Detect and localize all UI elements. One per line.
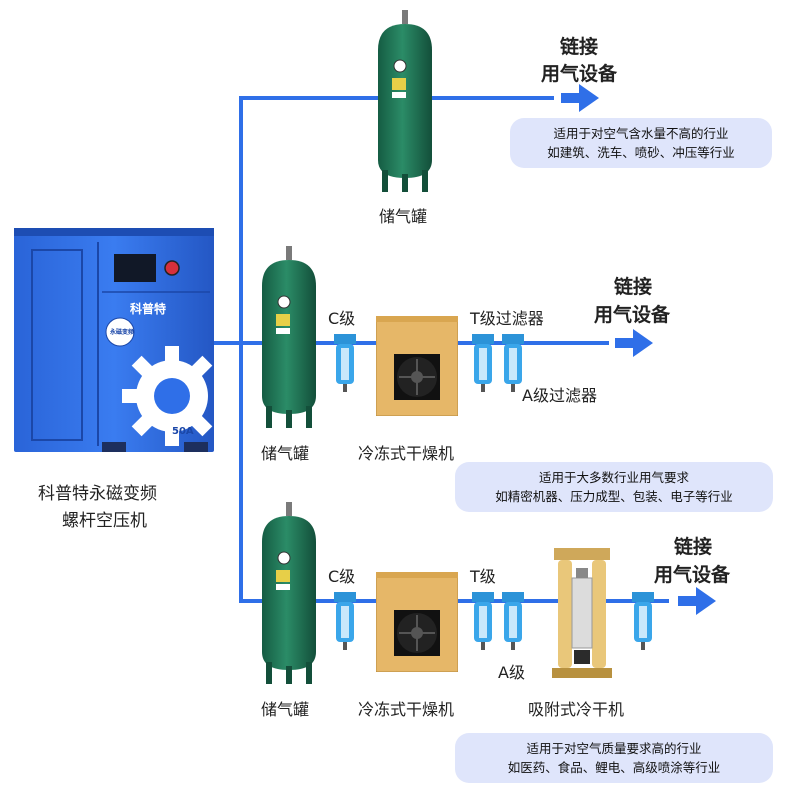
row1-tank-label: 储气罐	[379, 207, 428, 226]
air-tank-icon	[262, 502, 316, 684]
row1-output-line2: 用气设备	[541, 63, 618, 85]
row3-note-bubble: 适用于对空气质量要求高的行业 如医药、食品、鲤电、高级喷涂等行业	[455, 733, 773, 783]
row3-note-line1: 适用于对空气质量要求高的行业	[526, 741, 702, 756]
filter-icon	[472, 334, 494, 392]
filter-icon	[502, 334, 524, 392]
refrigerated-dryer-icon	[376, 572, 458, 672]
row1-note-line1: 适用于对空气含水量不高的行业	[553, 126, 729, 141]
row2-a-label: A级过滤器	[522, 386, 597, 405]
row3-output-line1: 链接	[674, 536, 713, 558]
filter-icon	[632, 592, 654, 650]
row2-note-line1: 适用于大多数行业用气要求	[538, 470, 689, 485]
fan-icon	[394, 354, 440, 400]
row3-tank-label: 储气罐	[261, 700, 310, 719]
row3-c-label: C级	[328, 567, 356, 586]
row2-output-line2: 用气设备	[594, 304, 671, 326]
row3-a-label: A级	[498, 663, 525, 682]
compressor-outlet-pipe	[214, 341, 242, 345]
row1-note-line2: 如建筑、洗车、喷砂、冲压等行业	[547, 145, 735, 160]
row1-output-line1: 链接	[560, 36, 599, 58]
air-tank-icon	[262, 246, 316, 428]
compressor-brand-label: 科普特	[130, 302, 167, 316]
row3-t-label: T级	[470, 567, 496, 586]
row2-tank-label: 储气罐	[261, 444, 310, 463]
row2-note-line2: 如精密机器、压力成型、包装、电子等行业	[495, 489, 733, 504]
row2-dryer-label: 冷冻式干燥机	[358, 444, 455, 463]
row2-output-line1: 链接	[614, 276, 653, 298]
row3-adsorption-label: 吸附式冷干机	[528, 700, 625, 719]
refrigerated-dryer-icon	[376, 316, 458, 416]
compressor-badge-label: 永磁变频	[110, 329, 135, 336]
filter-icon	[472, 592, 494, 650]
row2-c-label: C级	[328, 309, 356, 328]
row3-dryer-label: 冷冻式干燥机	[358, 700, 455, 719]
row1-note-bubble: 适用于对空气含水量不高的行业 如建筑、洗车、喷砂、冲压等行业	[510, 118, 772, 168]
filter-icon	[334, 592, 356, 650]
row2-note-bubble: 适用于大多数行业用气要求 如精密机器、压力成型、包装、电子等行业	[455, 462, 773, 512]
row3-output-line2: 用气设备	[654, 564, 731, 586]
row3-note-line2: 如医药、食品、鲤电、高级喷涂等行业	[507, 760, 721, 775]
compressor-icon	[14, 228, 214, 452]
adsorption-dryer-icon	[552, 548, 612, 678]
compressor-caption-line1: 科普特永磁变频	[38, 484, 157, 504]
arrow-right-icon	[561, 84, 599, 112]
filter-icon	[334, 334, 356, 392]
arrow-right-icon	[678, 587, 716, 615]
compressor-model-label: 50A	[172, 426, 194, 437]
main-vertical-pipe	[239, 96, 243, 601]
compressor-caption-line2: 螺杆空压机	[62, 511, 147, 531]
air-tank-icon	[378, 10, 432, 192]
row2-t-label: T级过滤器	[470, 309, 544, 328]
arrow-right-icon	[615, 329, 653, 357]
gear-icon	[122, 346, 213, 446]
filter-icon	[502, 592, 524, 650]
